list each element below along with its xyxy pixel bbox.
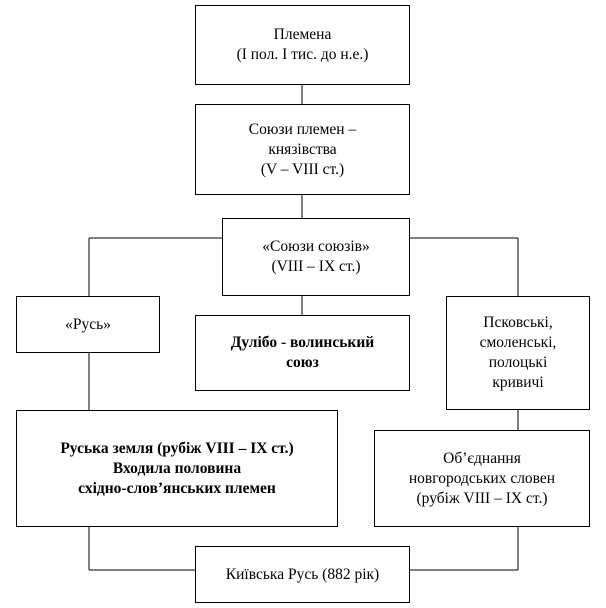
- node-tribal-unions: Союзи племен – князівства (V – VIII ст.): [195, 104, 410, 195]
- node-tribes: Племена (I пол. I тис. до н.е.): [195, 5, 410, 85]
- node-rus-land-line-2: Входила половина: [112, 459, 242, 477]
- node-tribal-unions-line-1: Союзи племен –: [248, 120, 357, 138]
- node-rus: «Русь»: [16, 296, 160, 353]
- node-tribal-unions-line-2: князівства: [268, 140, 337, 158]
- node-tribal-unions-line-3: (V – VIII ст.): [260, 160, 345, 178]
- node-unions-of-unions-line-2: (VIII – IX ст.): [271, 258, 361, 275]
- node-tribes-line-1: Племена: [273, 26, 332, 43]
- node-unions-of-unions: «Союзи союзів» (VIII – IX ст.): [222, 218, 410, 296]
- node-rus-land: Руська земля (рубіж VIII – IX ст.) Входи…: [16, 410, 338, 527]
- node-novgorod-line-2: новгородських словен: [408, 469, 556, 487]
- node-unions-of-unions-line-1: «Союзи союзів»: [262, 238, 370, 255]
- node-pskov-line-4: кривичі: [492, 374, 544, 391]
- node-dulib-line-2: союз: [286, 354, 319, 371]
- node-novgorod-line-3: (рубіж VIII – IX ст.): [416, 489, 548, 507]
- node-dulib: Дулібо - волинський союз: [195, 315, 410, 391]
- node-kyiv-rus-line-1: Київська Русь (882 рік): [225, 565, 380, 583]
- node-pskov-line-1: Псковські,: [483, 314, 553, 331]
- node-rus-land-line-1: Руська земля (рубіж VIII – IX ст.): [60, 439, 294, 457]
- node-novgorod-line-1: Об’єднання: [443, 449, 521, 467]
- node-dulib-line-1: Дулібо - волинський: [230, 334, 375, 351]
- node-pskov-line-3: полоцькі: [488, 354, 548, 371]
- node-kyiv-rus: Київська Русь (882 рік): [195, 546, 410, 603]
- node-novgorod: Об’єднання новгородських словен (рубіж V…: [374, 430, 590, 527]
- node-tribes-line-2: (I пол. I тис. до н.е.): [236, 46, 369, 63]
- node-rus-line-1: «Русь»: [65, 315, 111, 333]
- node-rus-land-line-3: східно-слов’янських племен: [78, 479, 276, 497]
- node-pskov-line-2: смоленські,: [479, 334, 557, 351]
- node-pskov: Псковські, смоленські, полоцькі кривичі: [446, 296, 590, 410]
